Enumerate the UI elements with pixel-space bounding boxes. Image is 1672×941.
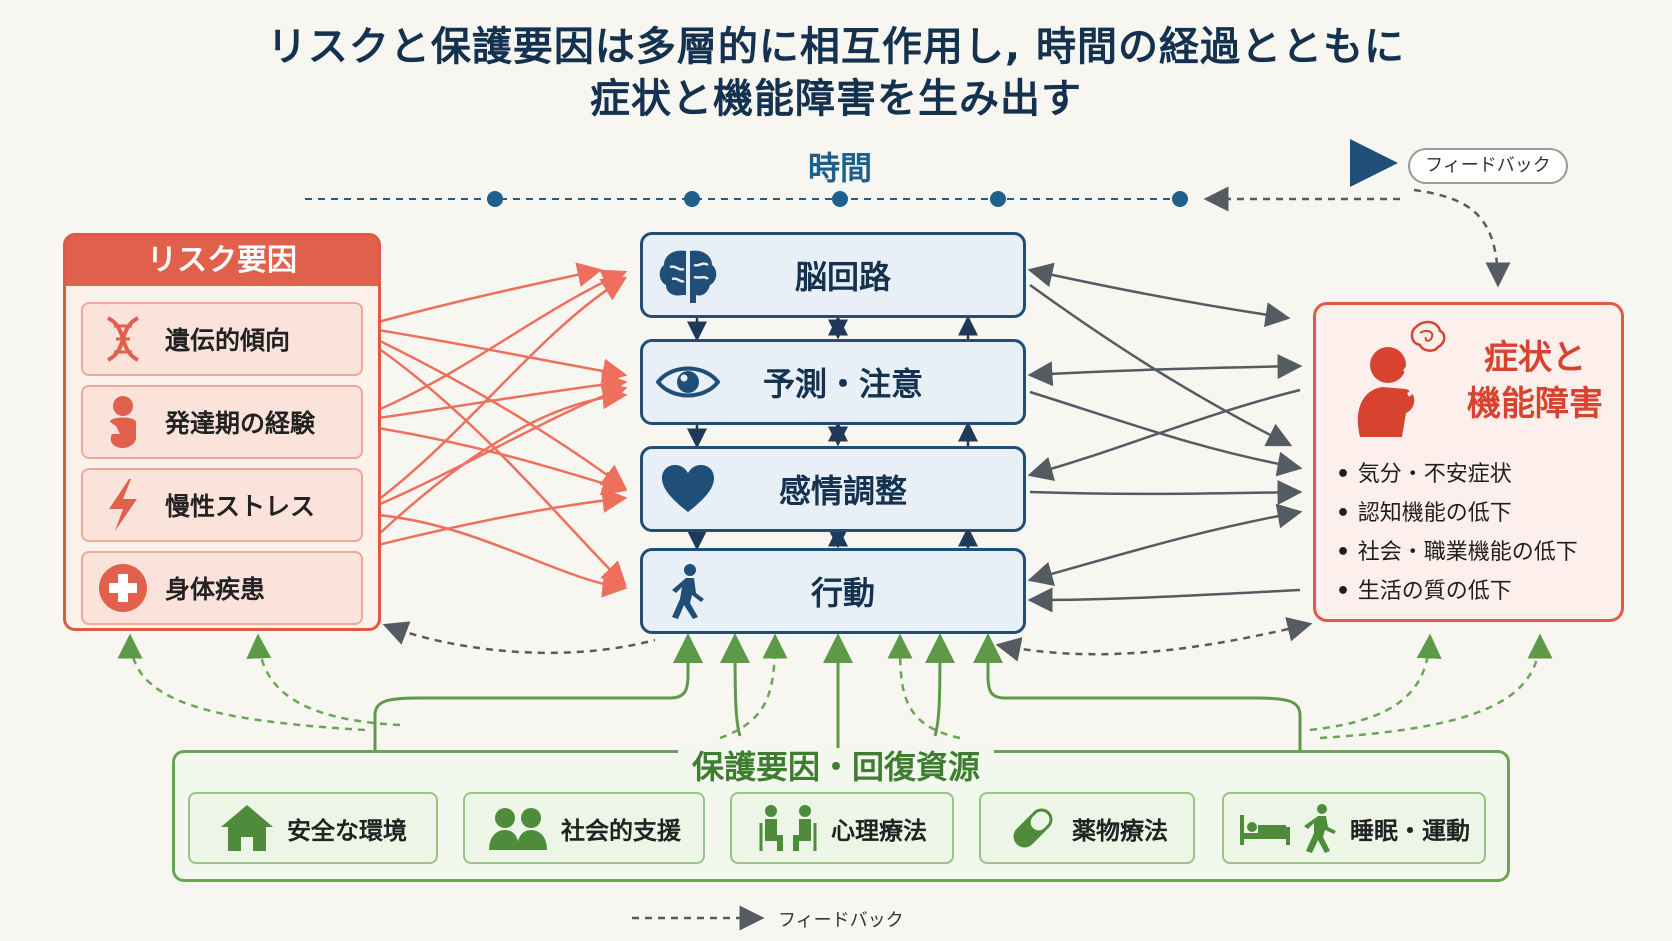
outcome-item: 社会・職業機能の低下	[1336, 533, 1578, 572]
risk-item-label: 身体疾患	[165, 575, 266, 604]
brain-icon	[653, 240, 723, 310]
time-point	[990, 191, 1006, 207]
protective-item-label: 薬物療法	[1072, 816, 1168, 845]
protective-item-psychotherapy: 心理療法	[730, 792, 954, 864]
mechanism-label: 感情調整	[778, 472, 907, 510]
pill-icon	[1006, 798, 1060, 858]
protective-feedback-arrows	[117, 633, 1553, 740]
house-icon	[219, 798, 275, 858]
protective-factors-title: 保護要因・回復資源	[0, 742, 1672, 788]
protective-item-safe-environment: 安全な環境	[188, 792, 438, 864]
risk-item-genetic: 遺伝的傾向	[81, 302, 363, 376]
time-point	[487, 191, 503, 207]
outcome-item: 認知機能の低下	[1336, 494, 1578, 533]
medical-cross-icon	[93, 558, 153, 618]
distressed-person-icon	[1346, 317, 1456, 441]
protective-item-label: 心理療法	[831, 816, 927, 845]
walking-person-icon	[653, 556, 723, 626]
mechanism-label: 脳回路	[794, 258, 891, 296]
mechanism-prediction-attention: 予測・注意	[640, 339, 1026, 425]
outcome-title: 症状と 機能障害	[1450, 335, 1620, 427]
time-point	[684, 191, 700, 207]
child-icon	[93, 392, 153, 452]
risk-item-label: 発達期の経験	[165, 409, 316, 438]
therapy-session-icon	[757, 798, 819, 858]
protective-item-label: 安全な環境	[287, 816, 407, 845]
risk-item-illness: 身体疾患	[81, 551, 363, 625]
time-label: 時間	[760, 143, 920, 189]
protective-item-sleep-exercise: 睡眠・運動	[1222, 792, 1486, 864]
protective-solid-arrows	[373, 633, 1302, 750]
mechanism-outcome-arrows	[1027, 262, 1303, 613]
title-line-2: 症状と機能障害を生み出す	[590, 76, 1082, 122]
heart-icon	[653, 454, 723, 524]
risk-factors-panel: リスク要因 遺伝的傾向 発達期の経験 慢性ストレス	[63, 233, 381, 631]
mechanism-behavior: 行動	[640, 548, 1026, 634]
feedback-pill: フィードバック	[1408, 148, 1568, 184]
eye-icon	[653, 347, 723, 417]
outcome-title-line-1: 症状と	[1484, 338, 1586, 378]
protective-item-label: 社会的支援	[561, 816, 681, 845]
protective-factors-title-text: 保護要因・回復資源	[677, 748, 994, 786]
legend-label: フィードバック	[778, 910, 904, 931]
people-icon	[487, 798, 549, 858]
title-line-1: リスクと保護要因は多層的に相互作用し, 時間の経過とともに	[266, 24, 1406, 70]
protective-item-medication: 薬物療法	[979, 792, 1195, 864]
feedback-loop-arrow	[1413, 188, 1511, 288]
risk-item-label: 遺伝的傾向	[165, 326, 291, 355]
mechanism-brain-circuits: 脳回路	[640, 232, 1026, 318]
time-point	[832, 191, 848, 207]
lightning-icon	[93, 475, 153, 535]
mechanism-label: 予測・注意	[762, 365, 923, 403]
risk-factors-title: リスク要因	[66, 236, 378, 286]
risk-to-mechanism-arrows	[377, 262, 628, 598]
outcome-panel: 症状と 機能障害 気分・不安症状 認知機能の低下 社会・職業機能の低下 生活の質…	[1313, 302, 1624, 622]
outcome-item: 気分・不安症状	[1336, 455, 1578, 494]
mechanism-label: 行動	[810, 574, 875, 612]
risk-item-stress: 慢性ストレス	[81, 468, 363, 542]
outcome-title-line-2: 機能障害	[1467, 384, 1603, 424]
outcome-list: 気分・不安症状 認知機能の低下 社会・職業機能の低下 生活の質の低下	[1336, 455, 1578, 611]
dna-icon	[93, 309, 153, 369]
outcome-item: 生活の質の低下	[1336, 572, 1578, 611]
feedback-dashed-arrows	[382, 617, 1313, 662]
risk-item-development: 発達期の経験	[81, 385, 363, 459]
protective-item-label: 睡眠・運動	[1350, 816, 1470, 845]
time-point	[1172, 191, 1188, 207]
mechanism-emotion-regulation: 感情調整	[640, 446, 1026, 532]
bed-and-runner-icon	[1238, 798, 1338, 858]
risk-item-label: 慢性ストレス	[165, 492, 316, 521]
legend: フィードバック	[770, 904, 904, 934]
protective-item-social-support: 社会的支援	[463, 792, 705, 864]
